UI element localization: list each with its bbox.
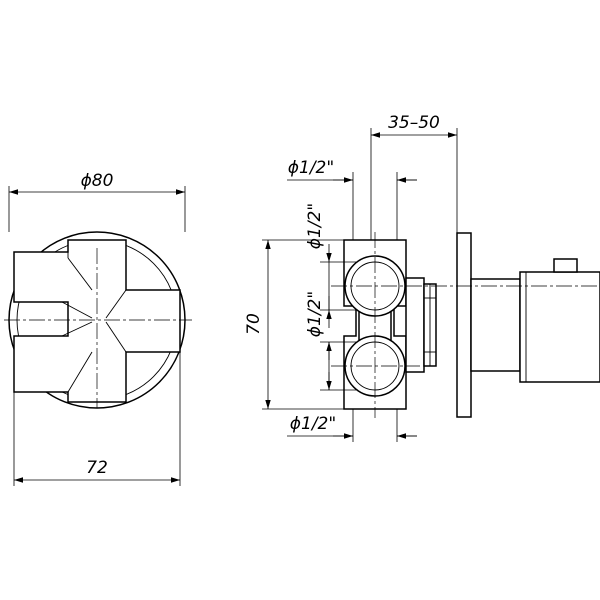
width-label: 72 (86, 458, 108, 478)
bottom-outlet-dimension: ϕ1/2" (287, 409, 417, 442)
depth-dimension: 35–50 (370, 113, 458, 240)
top-outlet-dimension: ϕ1/2" (287, 158, 417, 240)
handle-lever-stub (553, 258, 578, 273)
diameter-label: ϕ80 (81, 171, 114, 191)
bottom-outlet-label: ϕ1/2" (290, 414, 336, 434)
upper-side-outlet-dimension: ϕ1/2" (305, 203, 356, 328)
upper-side-outlet-label: ϕ1/2" (305, 203, 325, 249)
handle-knob (519, 271, 600, 383)
valve-neck (405, 277, 437, 373)
middle-outlet-label: ϕ1/2" (305, 291, 325, 337)
middle-outlet-dimension: ϕ1/2" (305, 291, 356, 391)
depth-label: 35–50 (388, 113, 440, 133)
cross-handle (13, 239, 181, 403)
port-bridge (358, 311, 392, 341)
side-view: 35–50 ϕ1/2" 70 ϕ1/2" (244, 113, 600, 442)
diameter-dimension: ϕ80 (8, 171, 186, 232)
height-label: 70 (244, 313, 264, 335)
handle-shaft (470, 278, 521, 372)
height-dimension: 70 (244, 239, 344, 410)
wall-flange (456, 232, 472, 418)
top-outlet-label: ϕ1/2" (288, 158, 334, 178)
front-view: ϕ80 72 (4, 171, 192, 486)
handle-bevel-lines (14, 252, 127, 393)
width-dimension: 72 (13, 352, 181, 486)
